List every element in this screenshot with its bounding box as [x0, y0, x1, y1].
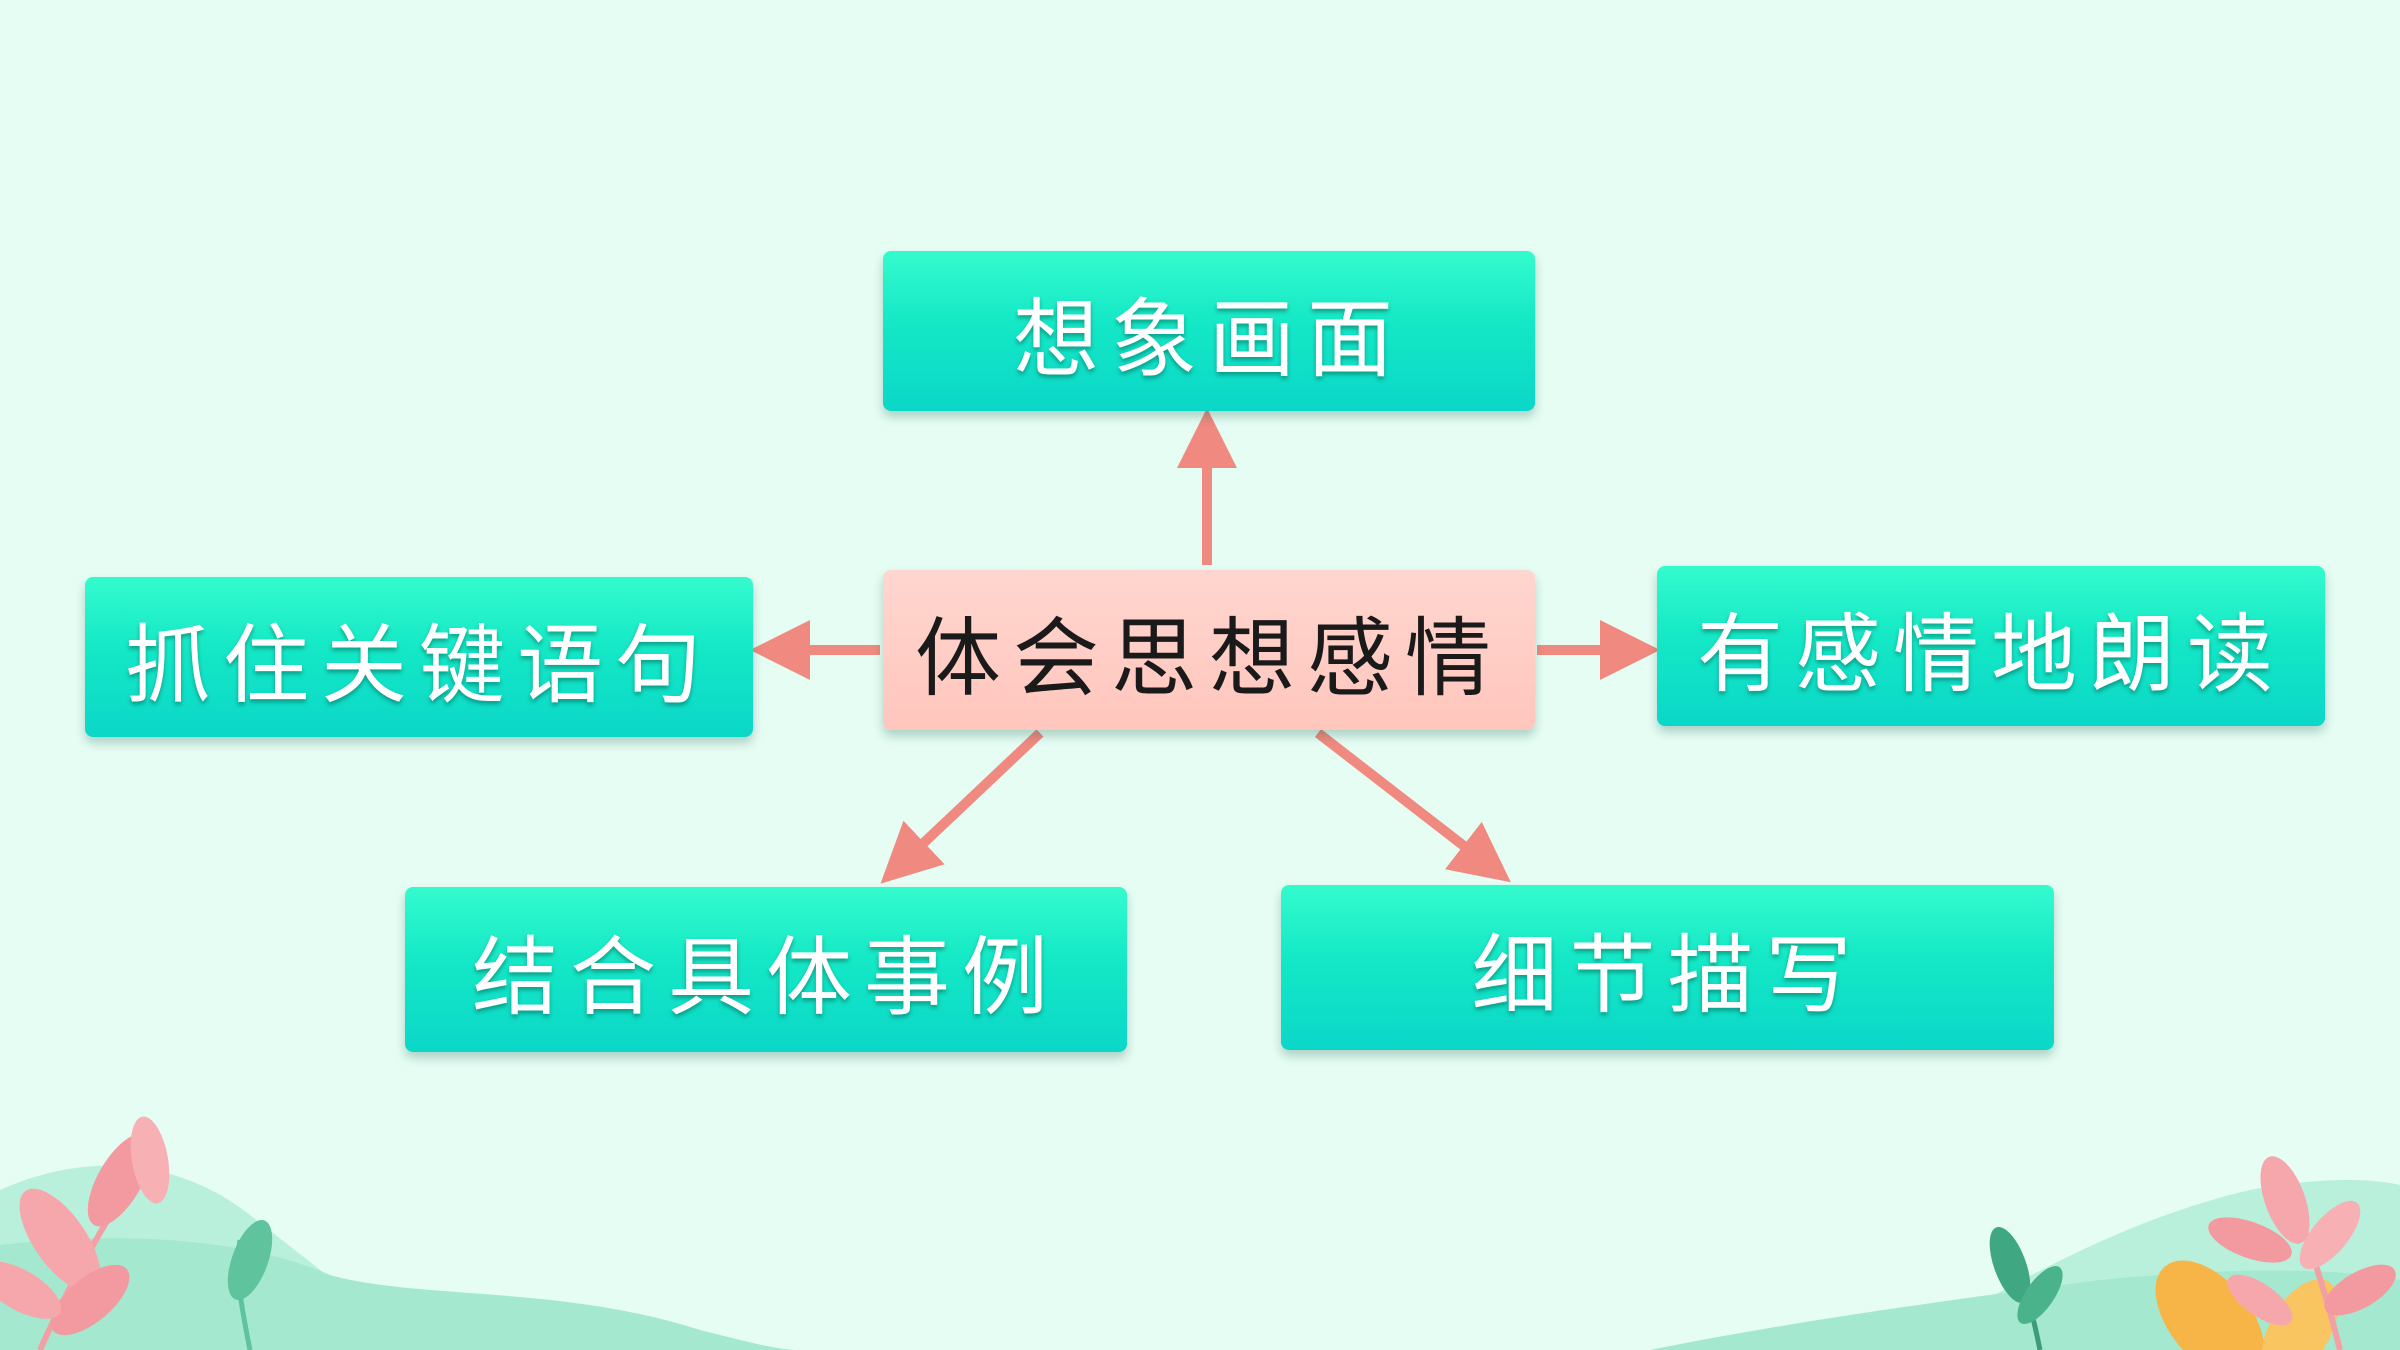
node-label: 细节描写: [1471, 926, 1864, 1026]
node-feel-thoughts-center: 体会思想感情: [883, 570, 1535, 730]
node-label: 想象画面: [1013, 289, 1405, 390]
node-label: 抓住关键语句: [125, 615, 713, 716]
right-leaf-branch: [2208, 1156, 2396, 1350]
node-concrete-examples: 结合具体事例: [405, 887, 1127, 1052]
left-hill-front: [0, 1238, 800, 1350]
node-label: 结合具体事例: [472, 928, 1060, 1028]
node-key-sentences: 抓住关键语句: [85, 577, 753, 737]
node-label: 体会思想感情: [915, 608, 1503, 709]
arrow-to-bottom-left: [880, 729, 1044, 884]
arrow-to-bottom-right: [1314, 729, 1511, 883]
left-leaf-branch: [0, 1116, 273, 1350]
node-read-aloud-emotion: 有感情地朗读: [1657, 566, 2325, 726]
node-imagine-scene: 想象画面: [883, 251, 1535, 411]
node-label: 有感情地朗读: [1697, 604, 2285, 705]
node-detail-description: 细节描写: [1281, 885, 2054, 1050]
right-green-branch: [1989, 1227, 2063, 1350]
